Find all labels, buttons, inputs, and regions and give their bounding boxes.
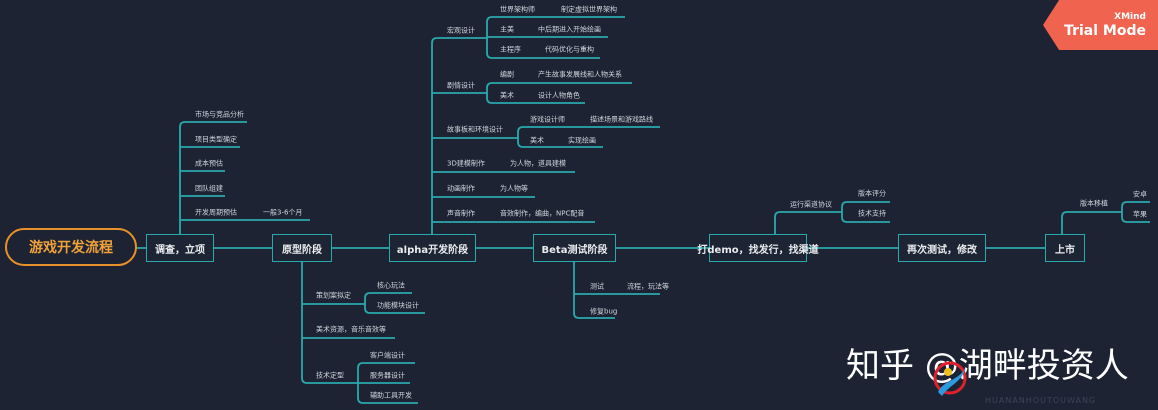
stage-beta[interactable]: Beta测试阶段 xyxy=(533,234,616,262)
topic-porting[interactable]: 版本移植 xyxy=(1080,199,1108,208)
topic-client-design[interactable]: 客户端设计 xyxy=(370,351,405,360)
topic-sound[interactable]: 声音制作 xyxy=(447,209,475,218)
watermark-text: 知乎 @湖畔投资人 xyxy=(846,346,1129,386)
topic-3d-modeling-note[interactable]: 为人物，道具建模 xyxy=(510,159,566,168)
topic-feature-modules[interactable]: 功能模块设计 xyxy=(377,301,419,310)
topic-bugfix[interactable]: 修复bug xyxy=(590,307,618,316)
topic-lead-artist-note[interactable]: 中后期进入开始绘画 xyxy=(538,25,601,34)
topic-3d-modeling[interactable]: 3D建模制作 xyxy=(447,159,485,168)
topic-core-gameplay[interactable]: 核心玩法 xyxy=(377,281,405,290)
topic-testing-note[interactable]: 流程，玩法等 xyxy=(627,282,669,291)
topic-sound-note[interactable]: 音效制作，编曲，NPC配音 xyxy=(500,209,585,218)
topic-game-designer-note[interactable]: 描述场景和游戏路线 xyxy=(590,115,653,124)
topic-animation-note[interactable]: 为人物等 xyxy=(500,184,528,193)
topic-channel-agreement[interactable]: 运行渠道协议 xyxy=(790,200,832,209)
stage-alpha[interactable]: alpha开发阶段 xyxy=(389,234,476,262)
topic-tools-dev[interactable]: 辅助工具开发 xyxy=(370,391,412,400)
topic-tech-stack[interactable]: 技术定型 xyxy=(316,371,344,380)
topic-lead-programmer[interactable]: 主程序 xyxy=(500,45,521,54)
stage-prototype[interactable]: 原型阶段 xyxy=(272,234,332,262)
topic-version-rating[interactable]: 版本评分 xyxy=(858,189,886,198)
topic-writer-note[interactable]: 产生故事发展线和人物关系 xyxy=(538,70,622,79)
topic-ios[interactable]: 苹果 xyxy=(1133,210,1147,219)
topic-storyboard[interactable]: 故事板和环境设计 xyxy=(447,125,503,134)
topic-tech-support[interactable]: 技术支持 xyxy=(858,209,886,218)
topic-writer[interactable]: 编剧 xyxy=(500,70,514,79)
topic-project-type[interactable]: 项目类型确定 xyxy=(195,135,237,144)
topic-env-art-note[interactable]: 实现绘画 xyxy=(568,136,596,145)
badge-mode: Trial Mode xyxy=(1064,23,1146,39)
topic-world-architect-note[interactable]: 制定虚拟世界架构 xyxy=(561,5,617,14)
topic-lead-programmer-note[interactable]: 代码优化与重构 xyxy=(545,45,594,54)
xmind-trial-badge[interactable]: XMind Trial Mode xyxy=(1043,0,1158,50)
topic-team-building[interactable]: 团队组建 xyxy=(195,184,223,193)
topic-story-art[interactable]: 美术 xyxy=(500,91,514,100)
topic-lead-artist[interactable]: 主美 xyxy=(500,25,514,34)
topic-dev-cycle-note[interactable]: 一般3-6个月 xyxy=(263,208,303,217)
stage-retest[interactable]: 再次测试，修改 xyxy=(898,234,986,262)
stage-launch[interactable]: 上市 xyxy=(1045,234,1085,262)
topic-dev-cycle[interactable]: 开发周期预估 xyxy=(195,208,237,217)
topic-game-designer[interactable]: 游戏设计师 xyxy=(530,115,565,124)
root-topic[interactable]: 游戏开发流程 xyxy=(5,228,137,266)
topic-design-doc[interactable]: 策划案拟定 xyxy=(316,291,351,300)
topic-env-art[interactable]: 美术 xyxy=(530,136,544,145)
topic-server-design[interactable]: 服务器设计 xyxy=(370,371,405,380)
watermark-logo-icon xyxy=(933,361,967,396)
stage-demo[interactable]: 打demo，找发行，找渠道 xyxy=(697,234,819,262)
topic-story-art-note[interactable]: 设计人物角色 xyxy=(538,91,580,100)
topic-story-design[interactable]: 剧情设计 xyxy=(447,81,475,90)
topic-macro-design[interactable]: 宏观设计 xyxy=(447,26,475,35)
topic-market-analysis[interactable]: 市场与竞品分析 xyxy=(195,110,244,119)
topic-testing[interactable]: 测试 xyxy=(590,282,604,291)
stage-survey[interactable]: 调查，立项 xyxy=(146,234,214,262)
topic-art-audio[interactable]: 美术资源，音乐音效等 xyxy=(316,325,386,334)
topic-cost-estimate[interactable]: 成本预估 xyxy=(195,159,223,168)
topic-animation[interactable]: 动画制作 xyxy=(447,184,475,193)
topic-android[interactable]: 安卓 xyxy=(1133,190,1147,199)
topic-world-architect[interactable]: 世界架构师 xyxy=(500,5,535,14)
watermark-logo-text: HUANANHOUTOUWANG xyxy=(985,396,1097,405)
badge-brand: XMind xyxy=(1114,12,1146,22)
